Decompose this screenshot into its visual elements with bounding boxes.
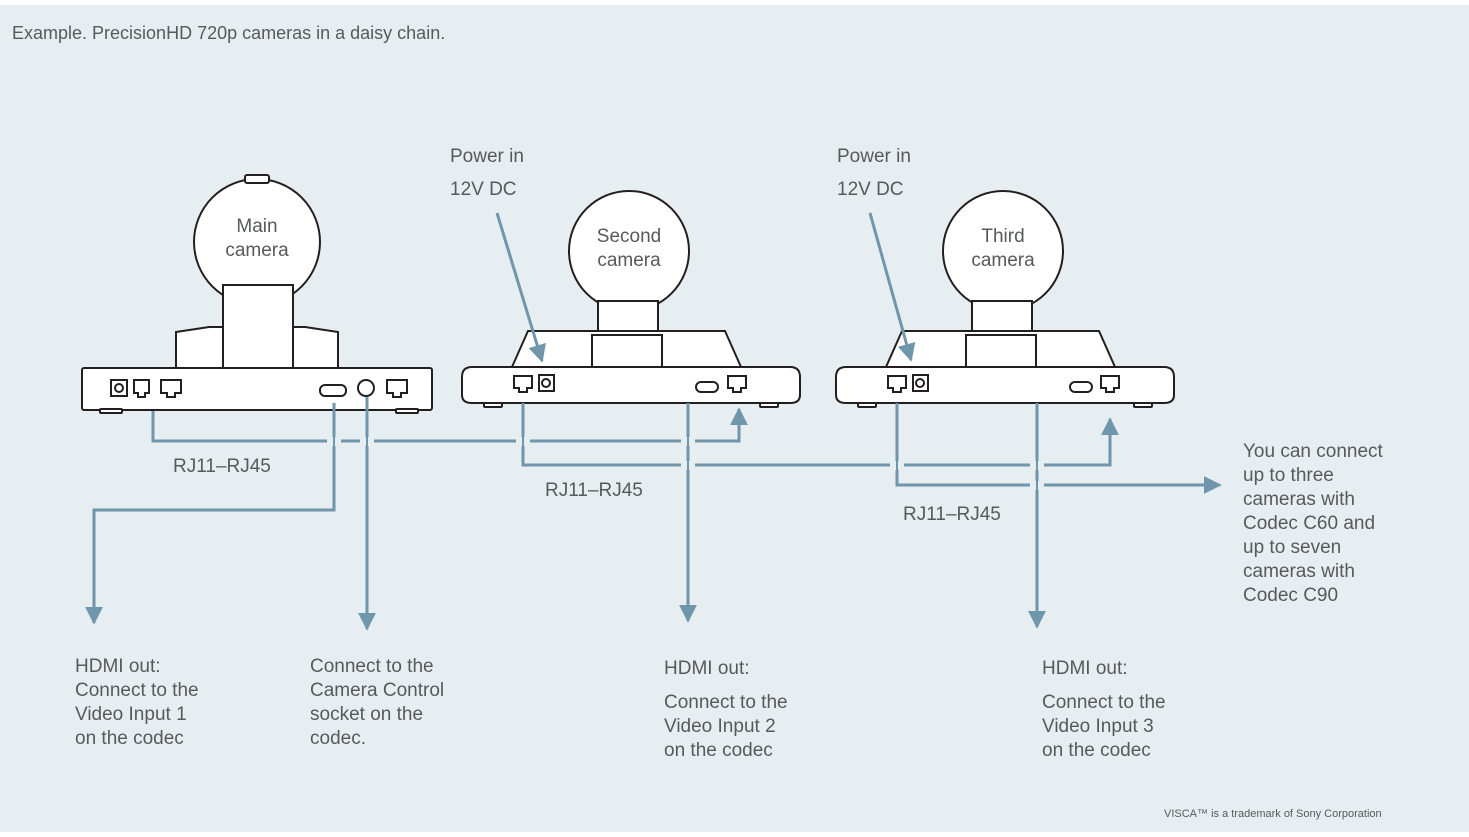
third-camera-drawing: [835, 190, 1175, 408]
output-note-hdmi-third-line: on the codec: [1042, 740, 1151, 761]
diagram-drawing: [81, 174, 1222, 631]
side-note-line: Codec C90: [1243, 585, 1339, 606]
rj-cable-2: [521, 403, 1119, 467]
output-note-hdmi-main-line: on the codec: [75, 728, 184, 749]
output-note-hdmi-second-heading: HDMI out:: [664, 658, 750, 679]
cable-label-3: RJ11–RJ45: [903, 504, 1001, 525]
power-label-third-line2: 12V DC: [837, 179, 904, 200]
side-note-line: You can connect: [1243, 441, 1383, 462]
output-note-hdmi-main-line: HDMI out:: [75, 656, 161, 677]
output-note-camera-control-line: socket on the: [310, 704, 424, 725]
second-camera-label-line1: Second: [596, 226, 662, 247]
caption: Example. PrecisionHD 720p cameras in a d…: [12, 23, 446, 43]
power-label-third: Power in 12V DC: [837, 140, 911, 206]
cable-label-2: RJ11–RJ45: [545, 480, 643, 501]
rj-cable-3: [895, 403, 1222, 494]
main-camera-label-line2: camera: [225, 240, 289, 261]
output-note-hdmi-second-line: on the codec: [664, 740, 773, 761]
output-note-hdmi-second-line: Connect to the: [664, 692, 788, 713]
output-note-hdmi-second: HDMI out: Connect to the Video Input 2 o…: [664, 657, 788, 763]
third-camera-label-line2: camera: [971, 250, 1035, 271]
power-arrow-second: [495, 212, 546, 363]
side-note-line: cameras with: [1243, 561, 1355, 582]
side-note-line: Codec C60 and: [1243, 513, 1376, 534]
hdmi-main-cable: [85, 403, 336, 625]
side-note-line: up to three: [1243, 465, 1334, 486]
power-label-second-line2: 12V DC: [450, 179, 517, 200]
output-note-hdmi-second-line: Video Input 2: [664, 716, 776, 737]
power-arrow-third: [868, 212, 916, 362]
output-note-hdmi-main-line: Connect to the: [75, 680, 199, 701]
second-camera-label: Second camera: [579, 225, 679, 273]
output-note-hdmi-third-line: Video Input 3: [1042, 716, 1154, 737]
third-camera-label: Third camera: [953, 225, 1053, 273]
output-note-hdmi-third-heading: HDMI out:: [1042, 658, 1128, 679]
main-camera-label: Main camera: [207, 215, 307, 263]
power-label-third-line1: Power in: [837, 146, 911, 167]
main-camera-drawing: [81, 174, 433, 414]
output-note-camera-control-line: codec.: [310, 728, 366, 749]
output-note-camera-control-line: Connect to the: [310, 656, 434, 677]
rj-cable-1: [151, 407, 748, 443]
output-note-hdmi-main: HDMI out: Connect to the Video Input 1 o…: [75, 655, 199, 751]
second-camera-label-line2: camera: [597, 250, 661, 271]
output-note-hdmi-third: HDMI out: Connect to the Video Input 3 o…: [1042, 657, 1166, 763]
side-note-line: cameras with: [1243, 489, 1355, 510]
main-camera-label-line1: Main: [236, 216, 278, 237]
cable-label-1: RJ11–RJ45: [173, 456, 271, 477]
side-note-line: up to seven: [1243, 537, 1342, 558]
power-label-second-line1: Power in: [450, 146, 524, 167]
output-note-camera-control-line: Camera Control: [310, 680, 445, 701]
output-note-hdmi-third-line: Connect to the: [1042, 692, 1166, 713]
trademark-footer: VISCA™ is a trademark of Sony Corporatio…: [1164, 808, 1382, 820]
side-note: You can connect up to three cameras with…: [1243, 440, 1383, 608]
second-camera-drawing: [461, 190, 801, 408]
power-label-second: Power in 12V DC: [450, 140, 524, 206]
third-camera-label-line1: Third: [981, 226, 1025, 247]
diagram-canvas: Example. PrecisionHD 720p cameras in a d…: [0, 5, 1469, 832]
output-note-hdmi-main-line: Video Input 1: [75, 704, 187, 725]
output-note-camera-control: Connect to the Camera Control socket on …: [310, 655, 444, 751]
